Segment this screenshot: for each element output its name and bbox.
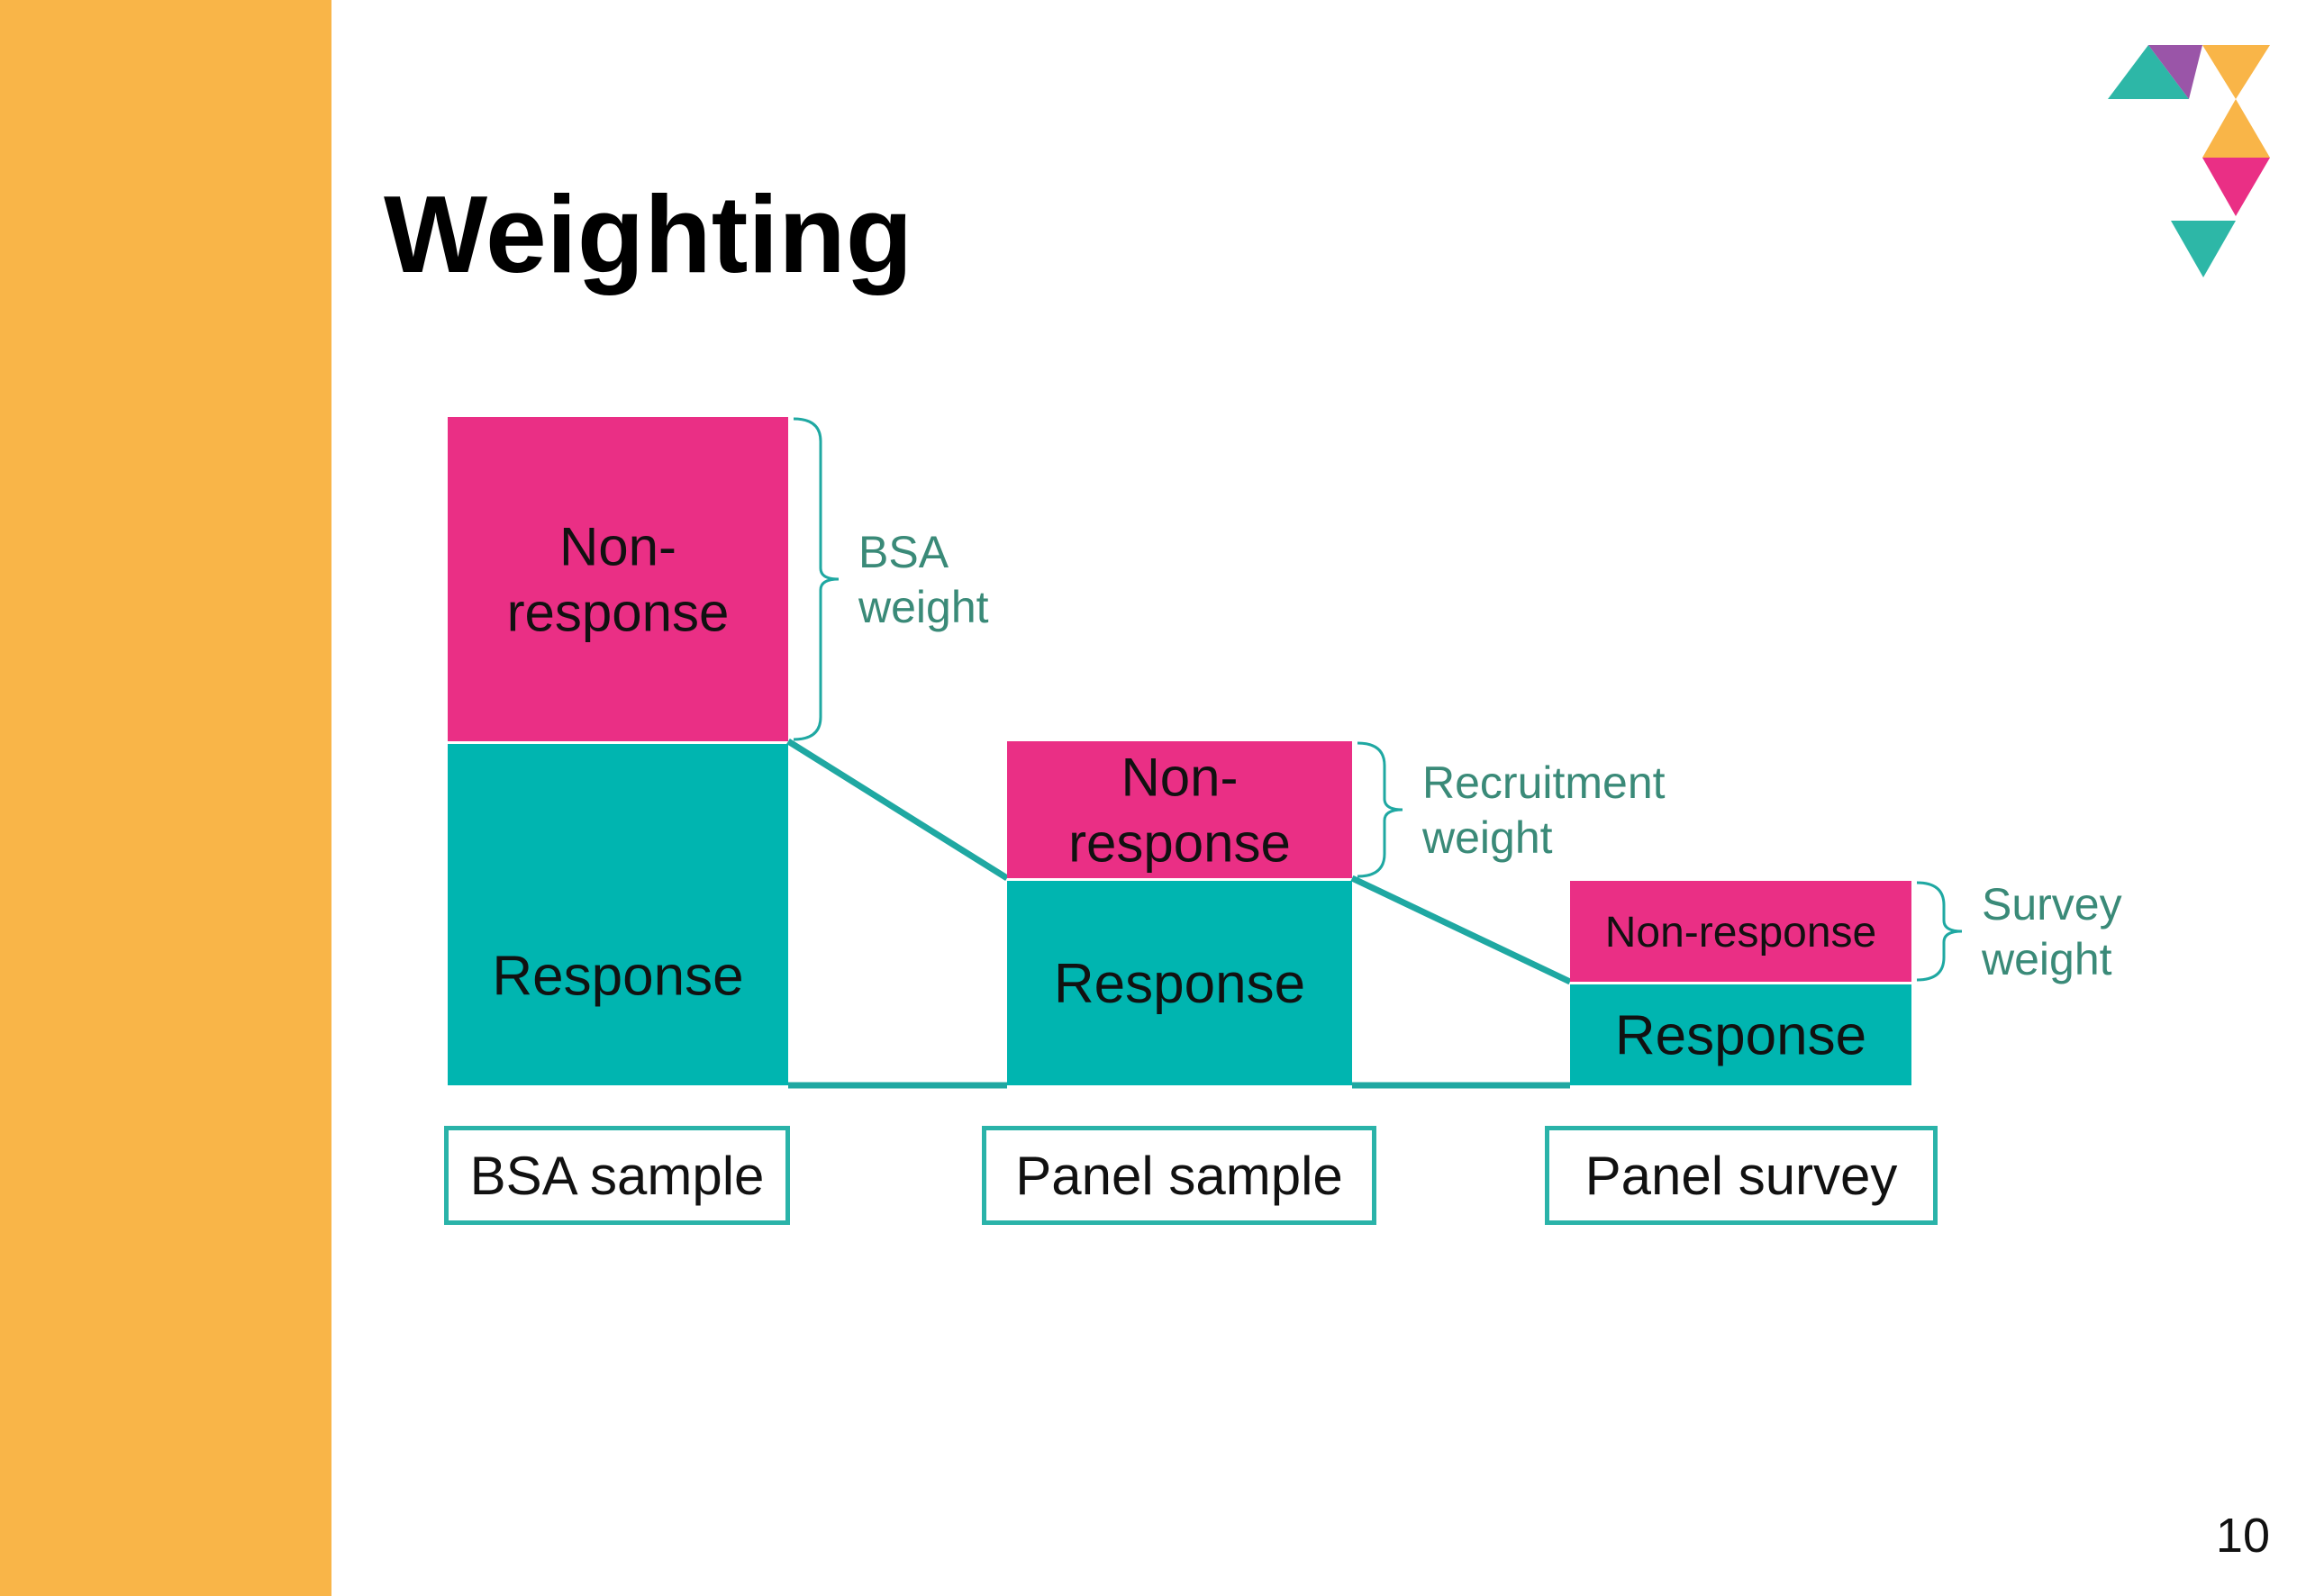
response-bar [1007, 881, 1352, 1085]
nonresponse-bar [448, 417, 788, 741]
nonresponse-label: Non-response [1605, 909, 1877, 957]
nonresponse-bar [1570, 881, 1911, 982]
slide-title: Weighting [384, 173, 913, 295]
brace-icon [793, 417, 840, 741]
connector-line [1350, 875, 1572, 985]
orange-sidebar [0, 0, 331, 1596]
response-bar [448, 744, 788, 1085]
triangle-logo-icon [2108, 45, 2270, 277]
response-bar [1570, 984, 1911, 1085]
nonresponse-label: Non-response [1068, 747, 1291, 873]
nonresponse-label: Non-response [507, 516, 730, 642]
response-label: Response [1615, 1005, 1866, 1067]
stage-box-panel-sample: Panel sample [982, 1126, 1376, 1225]
response-label: Response [1054, 953, 1305, 1015]
stage-box-panel-survey: Panel survey [1545, 1126, 1938, 1225]
response-label: Response [492, 946, 743, 1008]
nonresponse-bar [1007, 741, 1352, 878]
stage-box-bsa-sample: BSA sample [444, 1126, 790, 1225]
brace-icon [1357, 741, 1403, 878]
connector-line [786, 739, 1009, 881]
brace-icon [1916, 881, 1963, 982]
page-number: 10 [2215, 1509, 2270, 1563]
